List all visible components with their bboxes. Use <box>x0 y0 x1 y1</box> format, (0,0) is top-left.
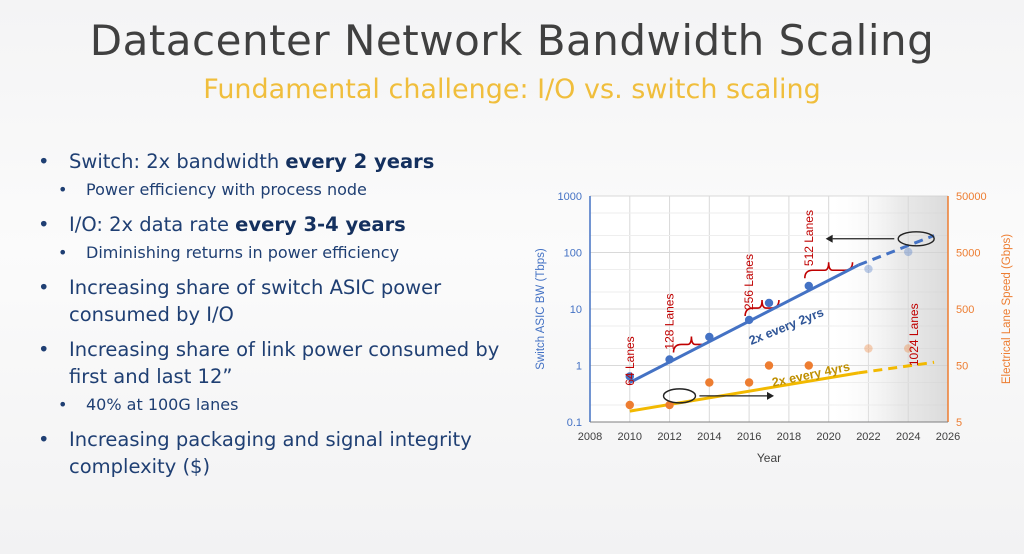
x-tick-label: 2026 <box>936 431 960 443</box>
lane-label: 256 Lanes <box>742 254 756 310</box>
x-tick-label: 2018 <box>777 431 801 443</box>
bullet-dot-icon: • <box>38 150 50 173</box>
trend-line-projected <box>857 234 935 267</box>
y-tick-label: 1000 <box>558 191 582 203</box>
annotations <box>662 231 935 404</box>
sub-bullet-item: •Power efficiency with process node <box>58 180 367 199</box>
y2-tick-label: 500 <box>956 304 974 316</box>
x-tick-label: 2020 <box>816 431 840 443</box>
lane-label: 1024 Lanes <box>907 303 921 366</box>
bullet-dot-icon: • <box>38 276 50 299</box>
data-point <box>764 361 774 370</box>
data-point <box>744 315 754 325</box>
data-point <box>705 378 714 387</box>
slide-subtitle: Fundamental challenge: I/O vs. switch sc… <box>203 74 821 105</box>
bullet-dot-icon: • <box>58 395 68 414</box>
y-tick-label: 0.1 <box>567 417 582 429</box>
bullet-dot-icon: • <box>38 428 50 451</box>
data-point-projected <box>904 247 913 257</box>
bullet-item: •Increasing share of switch ASIC power c… <box>38 276 442 326</box>
x-tick-label: 2008 <box>578 431 602 443</box>
sub-bullet-item: •40% at 100G lanes <box>58 395 239 414</box>
callout-ellipse <box>897 231 935 247</box>
data-point <box>665 400 674 410</box>
data-point <box>705 332 714 342</box>
lane-label: 128 Lanes <box>663 294 677 350</box>
x-tick-label: 2012 <box>657 431 681 443</box>
bullet-dot-icon: • <box>58 180 68 199</box>
bullet-dot-icon: • <box>38 213 50 236</box>
data-point <box>804 361 813 370</box>
arrow-head-icon <box>767 391 775 400</box>
y-axis-title: Switch ASIC BW (Tbps) <box>535 248 547 370</box>
x-tick-label: 2024 <box>896 431 920 443</box>
x-tick-label: 2014 <box>697 431 721 443</box>
data-point <box>744 378 754 387</box>
bullet-item: •Increasing share of link power consumed… <box>38 338 500 388</box>
data-point <box>625 372 634 381</box>
trend-line-projected <box>858 360 935 375</box>
slide-title: Datacenter Network Bandwidth Scaling <box>89 16 935 65</box>
y2-axis-title: Electrical Lane Speed (Gbps) <box>1001 234 1013 384</box>
bullet-item: •Increasing packaging and signal integri… <box>38 428 472 478</box>
lane-label: 512 Lanes <box>802 210 816 266</box>
data-point-projected <box>864 264 873 274</box>
x-tick-label: 2010 <box>618 431 642 443</box>
y-tick-label: 100 <box>564 248 582 260</box>
y2-tick-label: 50000 <box>956 191 987 203</box>
bullet-dot-icon: • <box>58 243 68 262</box>
y2-tick-label: 5000 <box>956 248 980 260</box>
arrow-head-icon <box>825 234 833 243</box>
y2-tick-label: 50 <box>956 361 968 373</box>
data-point <box>764 298 774 308</box>
bandwidth-scaling-chart: 2008 2010 2012 2014 2016 2018 2020 2022 2024 2026… <box>535 191 1013 465</box>
x-tick-label: 2016 <box>737 431 761 443</box>
projection-shade <box>828 196 948 422</box>
x-tick-label: 2022 <box>856 431 880 443</box>
data-point-projected <box>904 344 913 353</box>
data-points <box>625 247 913 410</box>
bullet-list: •Switch: 2x bandwidth every 2 years •Pow… <box>36 148 526 488</box>
lane-label: 64 Lanes <box>623 336 637 385</box>
data-point <box>804 281 813 291</box>
y-tick-label: 10 <box>570 304 582 316</box>
bullet-item: •I/O: 2x data rate every 3-4 years <box>38 213 406 236</box>
bullet-dot-icon: • <box>38 338 50 361</box>
y2-tick-label: 5 <box>956 417 962 429</box>
data-point <box>665 355 674 364</box>
bullet-item: •Switch: 2x bandwidth every 2 years <box>38 150 435 173</box>
data-point-projected <box>864 344 873 353</box>
axes <box>589 196 949 423</box>
callout-ellipse <box>662 388 697 404</box>
y-tick-label: 1 <box>576 361 582 373</box>
sub-bullet-item: •Diminishing returns in power efficiency <box>58 243 400 262</box>
x-axis-title: Year <box>757 451 781 465</box>
data-point <box>625 400 634 410</box>
